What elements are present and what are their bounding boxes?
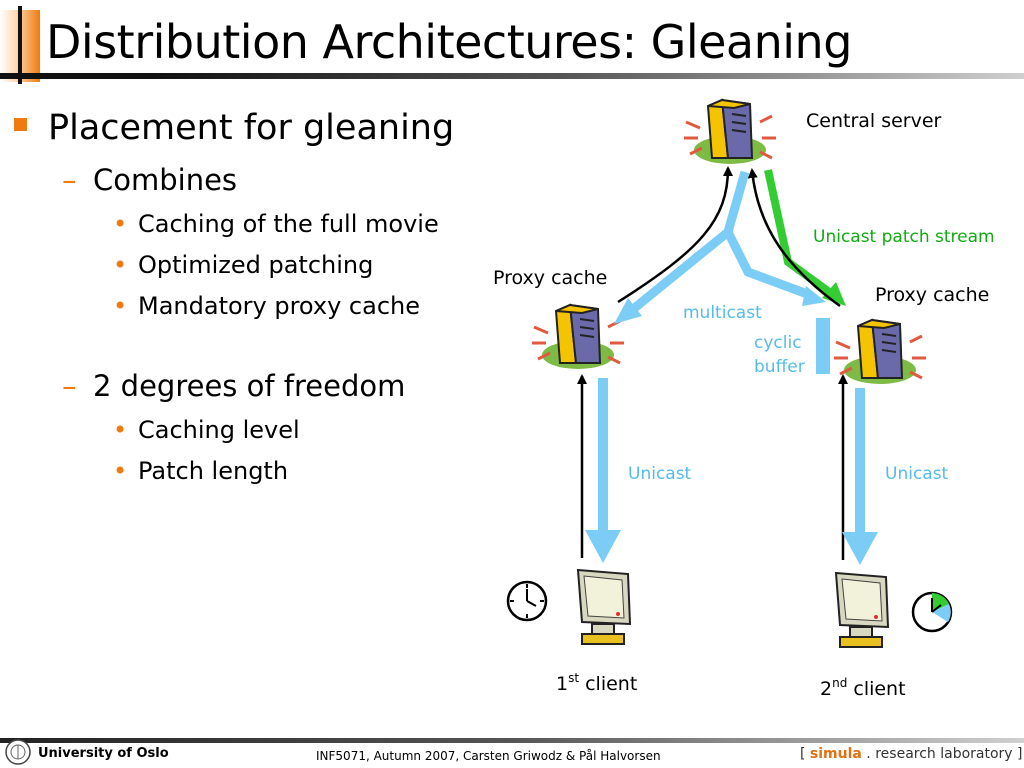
request-arrows — [577, 166, 848, 560]
clock-icon — [506, 580, 548, 622]
bullet-caching-full-movie: Caching of the full movie — [138, 210, 439, 238]
client-2-label: 2nd client — [820, 676, 906, 700]
clock-patch-icon — [911, 591, 953, 633]
title-horizontal-rule — [0, 73, 1024, 79]
slide-title: Distribution Architectures: Gleaning — [46, 15, 852, 69]
central-server-label: Central server — [806, 110, 942, 132]
dash-bullet-icon: – — [62, 369, 77, 403]
dash-bullet-icon: – — [62, 163, 77, 197]
footer-lab-logo: [ simula . research laboratory ] — [800, 746, 1023, 762]
bullet-optimized-patching: Optimized patching — [138, 251, 374, 279]
unicast-patch-arrow — [764, 169, 846, 306]
bullet-caching-level: Caching level — [138, 416, 300, 444]
client-1-label: 1st client — [556, 671, 637, 695]
unicast-left-label: Unicast — [628, 464, 692, 484]
bullet-degrees-freedom: 2 degrees of freedom — [93, 369, 406, 403]
proxy-cache-left-icon — [530, 303, 626, 371]
proxy-cache-right-icon — [832, 318, 928, 386]
buffer-label: buffer — [754, 357, 805, 377]
square-bullet-icon — [14, 118, 27, 131]
bullet-combines: Combines — [93, 163, 238, 197]
dot-bullet-icon: • — [113, 292, 128, 320]
client-2-monitor-icon — [835, 572, 889, 648]
cyclic-label: cyclic — [754, 333, 802, 353]
unicast-right-label: Unicast — [885, 464, 949, 484]
footer-university: University of Oslo — [38, 746, 169, 761]
bullet-patch-length: Patch length — [138, 457, 289, 485]
footer-course-info: INF5071, Autumn 2007, Carsten Griwodz & … — [316, 749, 661, 763]
dot-bullet-icon: • — [113, 457, 128, 485]
proxy-cache-left-label: Proxy cache — [493, 267, 607, 289]
unicast-patch-label: Unicast patch stream — [813, 227, 995, 247]
central-server-icon — [682, 98, 778, 166]
bullet-mandatory-proxy: Mandatory proxy cache — [138, 292, 420, 320]
proxy-cache-right-label: Proxy cache — [875, 284, 989, 306]
dot-bullet-icon: • — [113, 210, 128, 238]
cyclic-buffer-bar — [816, 318, 830, 374]
footer-rule — [0, 738, 1024, 743]
bullet-placement: Placement for gleaning — [48, 108, 455, 148]
title-vertical-rule — [18, 6, 22, 84]
university-seal-icon — [5, 739, 31, 765]
dot-bullet-icon: • — [113, 251, 128, 279]
unicast-down-arrows — [585, 378, 878, 565]
client-1-monitor-icon — [577, 569, 631, 645]
multicast-label: multicast — [683, 303, 762, 323]
multicast-arrows — [614, 170, 826, 324]
dot-bullet-icon: • — [113, 416, 128, 444]
